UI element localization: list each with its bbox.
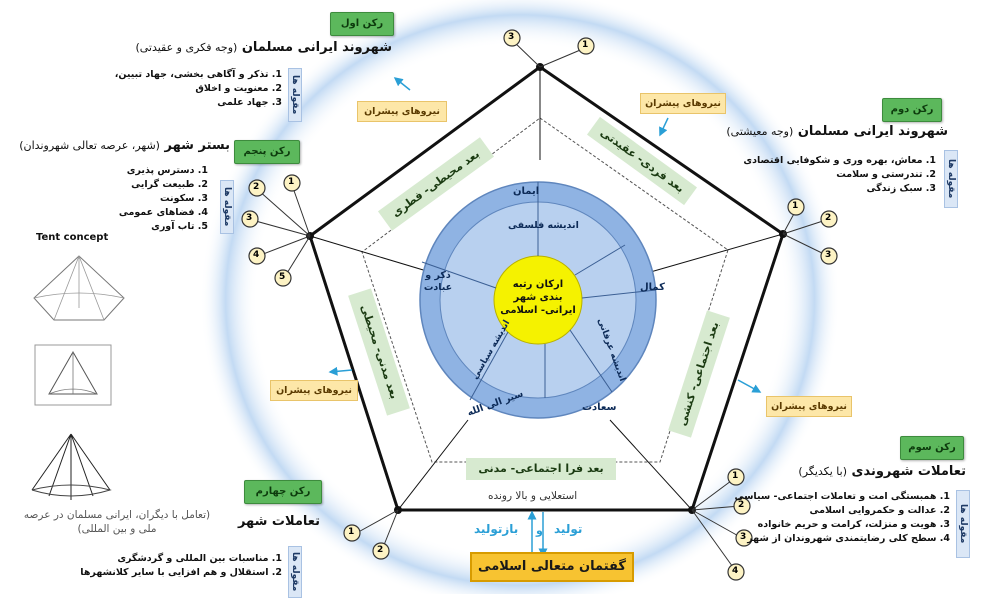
pillar3-tag: رکن سوم <box>900 436 964 460</box>
pillar5-item-3: 3. سکونت <box>160 193 208 204</box>
marker-p3-4: 4 <box>732 566 739 576</box>
pillar2-subtitle: (وجه معیشتی) <box>726 125 794 138</box>
pillar5-tag: رکن پنجم <box>234 140 300 164</box>
marker-p5-2: 2 <box>253 182 260 192</box>
pillar3-item-1: 1. همبستگی امت و تعاملات اجتماعی- سیاسی <box>734 491 950 502</box>
pillar4-components-label: مقوله ها <box>288 546 302 598</box>
pillar2-list: 1. معاش، بهره وری و شکوفایی اقتصادی 2. ت… <box>743 154 936 196</box>
pillar1-list: 1. تذکر و آگاهی بخشی، جهاد تبیین، 2. معن… <box>115 68 282 110</box>
pillar2-title: شهروند ایرانی مسلمان (وجه معیشتی) <box>726 124 948 139</box>
marker-p5-1: 1 <box>288 177 295 187</box>
pillar4-list: 1. مناسبات بین المللی و گردشگری 2. استقل… <box>80 552 282 580</box>
marker-p5-5: 5 <box>279 272 286 282</box>
marker-p5-4: 4 <box>253 250 260 260</box>
pillar5-title-text: بستر شهر <box>164 138 230 153</box>
pillar5-list: 1. دسترس پذیری 2. طبیعت گرایی 3. سکونت 4… <box>119 164 208 234</box>
pillar4-item-2: 2. استقلال و هم افزایی با سایر کلانشهرها <box>80 567 282 578</box>
pillar2-item-3: 3. سبک زندگی <box>866 183 936 194</box>
transcendent-label: استعلایی و بالا رونده <box>488 490 578 502</box>
pillar5-title: بستر شهر (شهر، عرصه تعالی شهروندان) <box>19 138 230 153</box>
pillar3-item-4: 4. سطح کلی رضایتمندی شهروندان از شهر <box>747 533 950 544</box>
reproduction-label: بازتولید <box>474 522 519 536</box>
pillar1-components-label: مقوله ها <box>288 68 302 122</box>
center-label: ارکان رتبه بندی شهر ایرانی- اسلامی <box>500 279 576 316</box>
marker-p5-3: 3 <box>246 213 253 223</box>
pillar4-item-1: 1. مناسبات بین المللی و گردشگری <box>117 553 282 564</box>
pillar5-item-5: 5. تاب آوری <box>151 221 208 232</box>
pillar2-item-1: 1. معاش، بهره وری و شکوفایی اقتصادی <box>743 155 936 166</box>
and-label: و <box>536 524 543 537</box>
production-label: تولید <box>554 522 583 536</box>
dimension-meta-social: بعد فرا اجتماعی- مدنی <box>466 458 616 480</box>
marker-p1-3: 3 <box>508 32 515 42</box>
pillar5-item-4: 4. فضاهای عمومی <box>118 207 208 218</box>
driving-forces-left: نیروهای پیشران <box>270 380 358 401</box>
pillar3-components-label: مقوله ها <box>956 490 970 558</box>
pillar2-item-2: 2. تندرستی و سلامت <box>836 169 936 180</box>
pillar4-subtitle: (تعامل با دیگران، ایرانی مسلمان در عرصه … <box>23 509 211 535</box>
pillar5-item-1: 1. دسترس پذیری <box>126 165 208 176</box>
marker-p2-2: 2 <box>825 213 832 223</box>
marker-p1-1: 1 <box>582 40 589 50</box>
pillar3-title: تعاملات شهروندی (با یکدیگر) <box>798 464 966 479</box>
ring-faith: ایمان <box>513 186 540 197</box>
pillar2-title-text: شهروند ایرانی مسلمان <box>797 124 948 139</box>
marker-p3-1: 1 <box>732 471 739 481</box>
pillar5-item-2: 2. طبیعت گرایی <box>131 179 208 190</box>
tent-sketch-1 <box>33 255 125 321</box>
ring-felicity: سعادت <box>582 402 617 413</box>
marker-p4-2: 2 <box>377 545 384 555</box>
pillar3-subtitle: (با یکدیگر) <box>798 465 848 478</box>
pillar2-tag: رکن دوم <box>882 98 942 122</box>
pillar1-title: شهروند ایرانی مسلمان (وجه فکری و عقیدتی) <box>135 40 392 55</box>
marker-p3-3: 3 <box>740 532 747 542</box>
pillar3-item-2: 2. عدالت و حکمروایی اسلامی <box>809 505 950 516</box>
pillar4-title: تعاملات شهر <box>237 514 320 529</box>
tent-concept-title: Tent concept <box>36 232 109 243</box>
pillar3-title-text: تعاملات شهروندی <box>851 464 966 479</box>
ring-perfection: کمال <box>640 282 665 293</box>
pillar5-subtitle: (شهر، عرصه تعالی شهروندان) <box>19 139 160 152</box>
pillar1-title-text: شهروند ایرانی مسلمان <box>241 40 392 55</box>
marker-p2-1: 1 <box>792 201 799 211</box>
marker-p3-2: 2 <box>738 500 745 510</box>
pillar1-item-2: 2. معنویت و اخلاق <box>195 83 282 94</box>
pillar1-tag: رکن اول <box>330 12 394 36</box>
pillar3-list: 1. همبستگی امت و تعاملات اجتماعی- سیاسی … <box>734 490 950 546</box>
pillar3-item-3: 3. هویت و منزلت، کرامت و حریم خانواده <box>757 519 950 530</box>
pillar4-tag: رکن چهارم <box>244 480 322 504</box>
marker-p2-3: 3 <box>825 250 832 260</box>
pillar5-components-label: مقوله ها <box>220 180 234 234</box>
ring-philosophical-thought: اندیشه فلسفی <box>508 220 579 231</box>
pillar1-item-1: 1. تذکر و آگاهی بخشی، جهاد تبیین، <box>114 69 282 80</box>
marker-p4-1: 1 <box>348 527 355 537</box>
tent-sketch-3 <box>31 433 112 500</box>
driving-forces-right: نیروهای پیشران <box>766 396 852 417</box>
pillar1-subtitle: (وجه فکری و عقیدتی) <box>135 41 238 54</box>
ring-remembrance-worship: ذکر و عبادت <box>423 270 453 293</box>
pillar2-components-label: مقوله ها <box>944 150 958 208</box>
tent-sketch-2 <box>34 344 112 406</box>
driving-forces-top-right: نیروهای پیشران <box>640 93 726 114</box>
driving-forces-top-left: نیروهای پیشران <box>357 101 447 122</box>
pillar1-item-3: 3. جهاد علمی <box>217 97 282 108</box>
islamic-discourse-box: گفتمان متعالی اسلامی <box>470 552 634 582</box>
